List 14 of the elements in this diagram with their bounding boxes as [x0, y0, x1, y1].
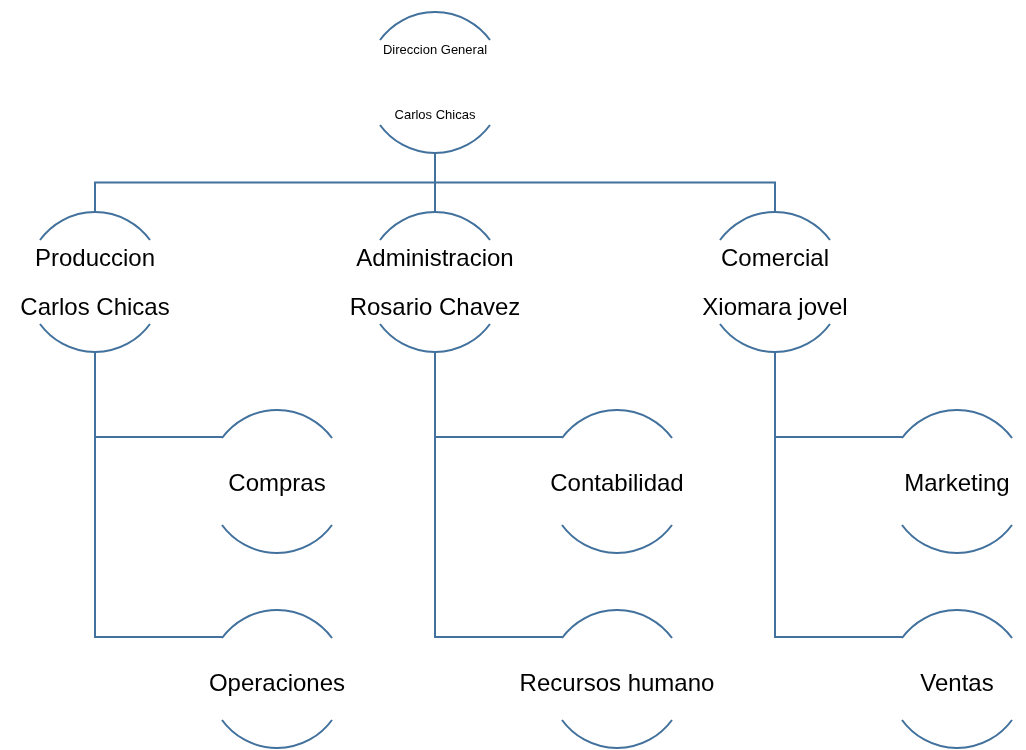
unit-title: Contabilidad — [550, 468, 684, 498]
person-name: Carlos Chicas — [394, 107, 476, 123]
unit-title: Ventas — [920, 668, 994, 698]
unit-title: Direccion General — [382, 42, 487, 58]
person-name: Carlos Chicas — [20, 292, 170, 322]
unit-title: Comercial — [721, 243, 829, 273]
unit-title: Compras — [228, 468, 326, 498]
unit-title: Marketing — [904, 468, 1010, 498]
person-name: Rosario Chavez — [349, 292, 521, 322]
unit-title: Operaciones — [208, 668, 346, 698]
unit-title: Produccion — [34, 243, 156, 273]
person-name: Xiomara jovel — [702, 292, 848, 322]
unit-title: Administracion — [356, 243, 514, 273]
unit-title: Recursos humano — [519, 668, 715, 698]
